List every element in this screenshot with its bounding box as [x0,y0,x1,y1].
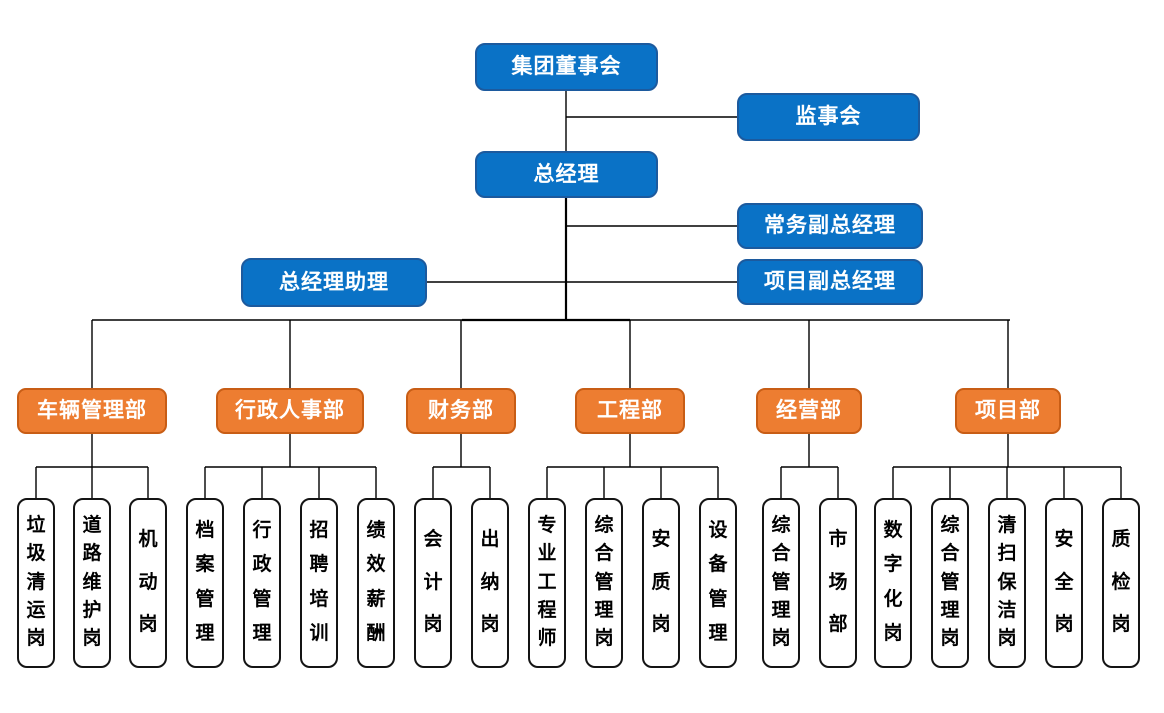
node-position: 会计岗 [414,498,452,668]
node-department: 财务部 [406,388,516,434]
node-project-deputy-gm: 项目副总经理 [737,259,923,305]
node-position: 安质岗 [642,498,680,668]
node-position: 机动岗 [129,498,167,668]
node-department: 车辆管理部 [17,388,167,434]
node-department: 行政人事部 [216,388,364,434]
node-position: 质检岗 [1102,498,1140,668]
node-department: 经营部 [756,388,862,434]
node-position: 招聘培训 [300,498,338,668]
node-position: 专业工程师 [528,498,566,668]
node-board: 集团董事会 [475,43,658,91]
node-position: 数字化岗 [874,498,912,668]
node-position: 安全岗 [1045,498,1083,668]
node-position: 清扫保洁岗 [988,498,1026,668]
node-position: 设备管理 [699,498,737,668]
node-general-manager: 总经理 [475,151,658,198]
node-supervisory-board: 监事会 [737,93,920,141]
node-gm-assistant: 总经理助理 [241,258,427,307]
node-executive-deputy-gm: 常务副总经理 [737,203,923,249]
node-position: 绩效薪酬 [357,498,395,668]
node-department: 工程部 [575,388,685,434]
node-position: 综合管理岗 [585,498,623,668]
node-position: 道路维护岗 [73,498,111,668]
node-position: 垃圾清运岗 [17,498,55,668]
node-position: 市场部 [819,498,857,668]
node-position: 行政管理 [243,498,281,668]
node-position: 档案管理 [186,498,224,668]
node-department: 项目部 [955,388,1061,434]
node-position: 出纳岗 [471,498,509,668]
node-position: 综合管理岗 [762,498,800,668]
node-position: 综合管理岗 [931,498,969,668]
